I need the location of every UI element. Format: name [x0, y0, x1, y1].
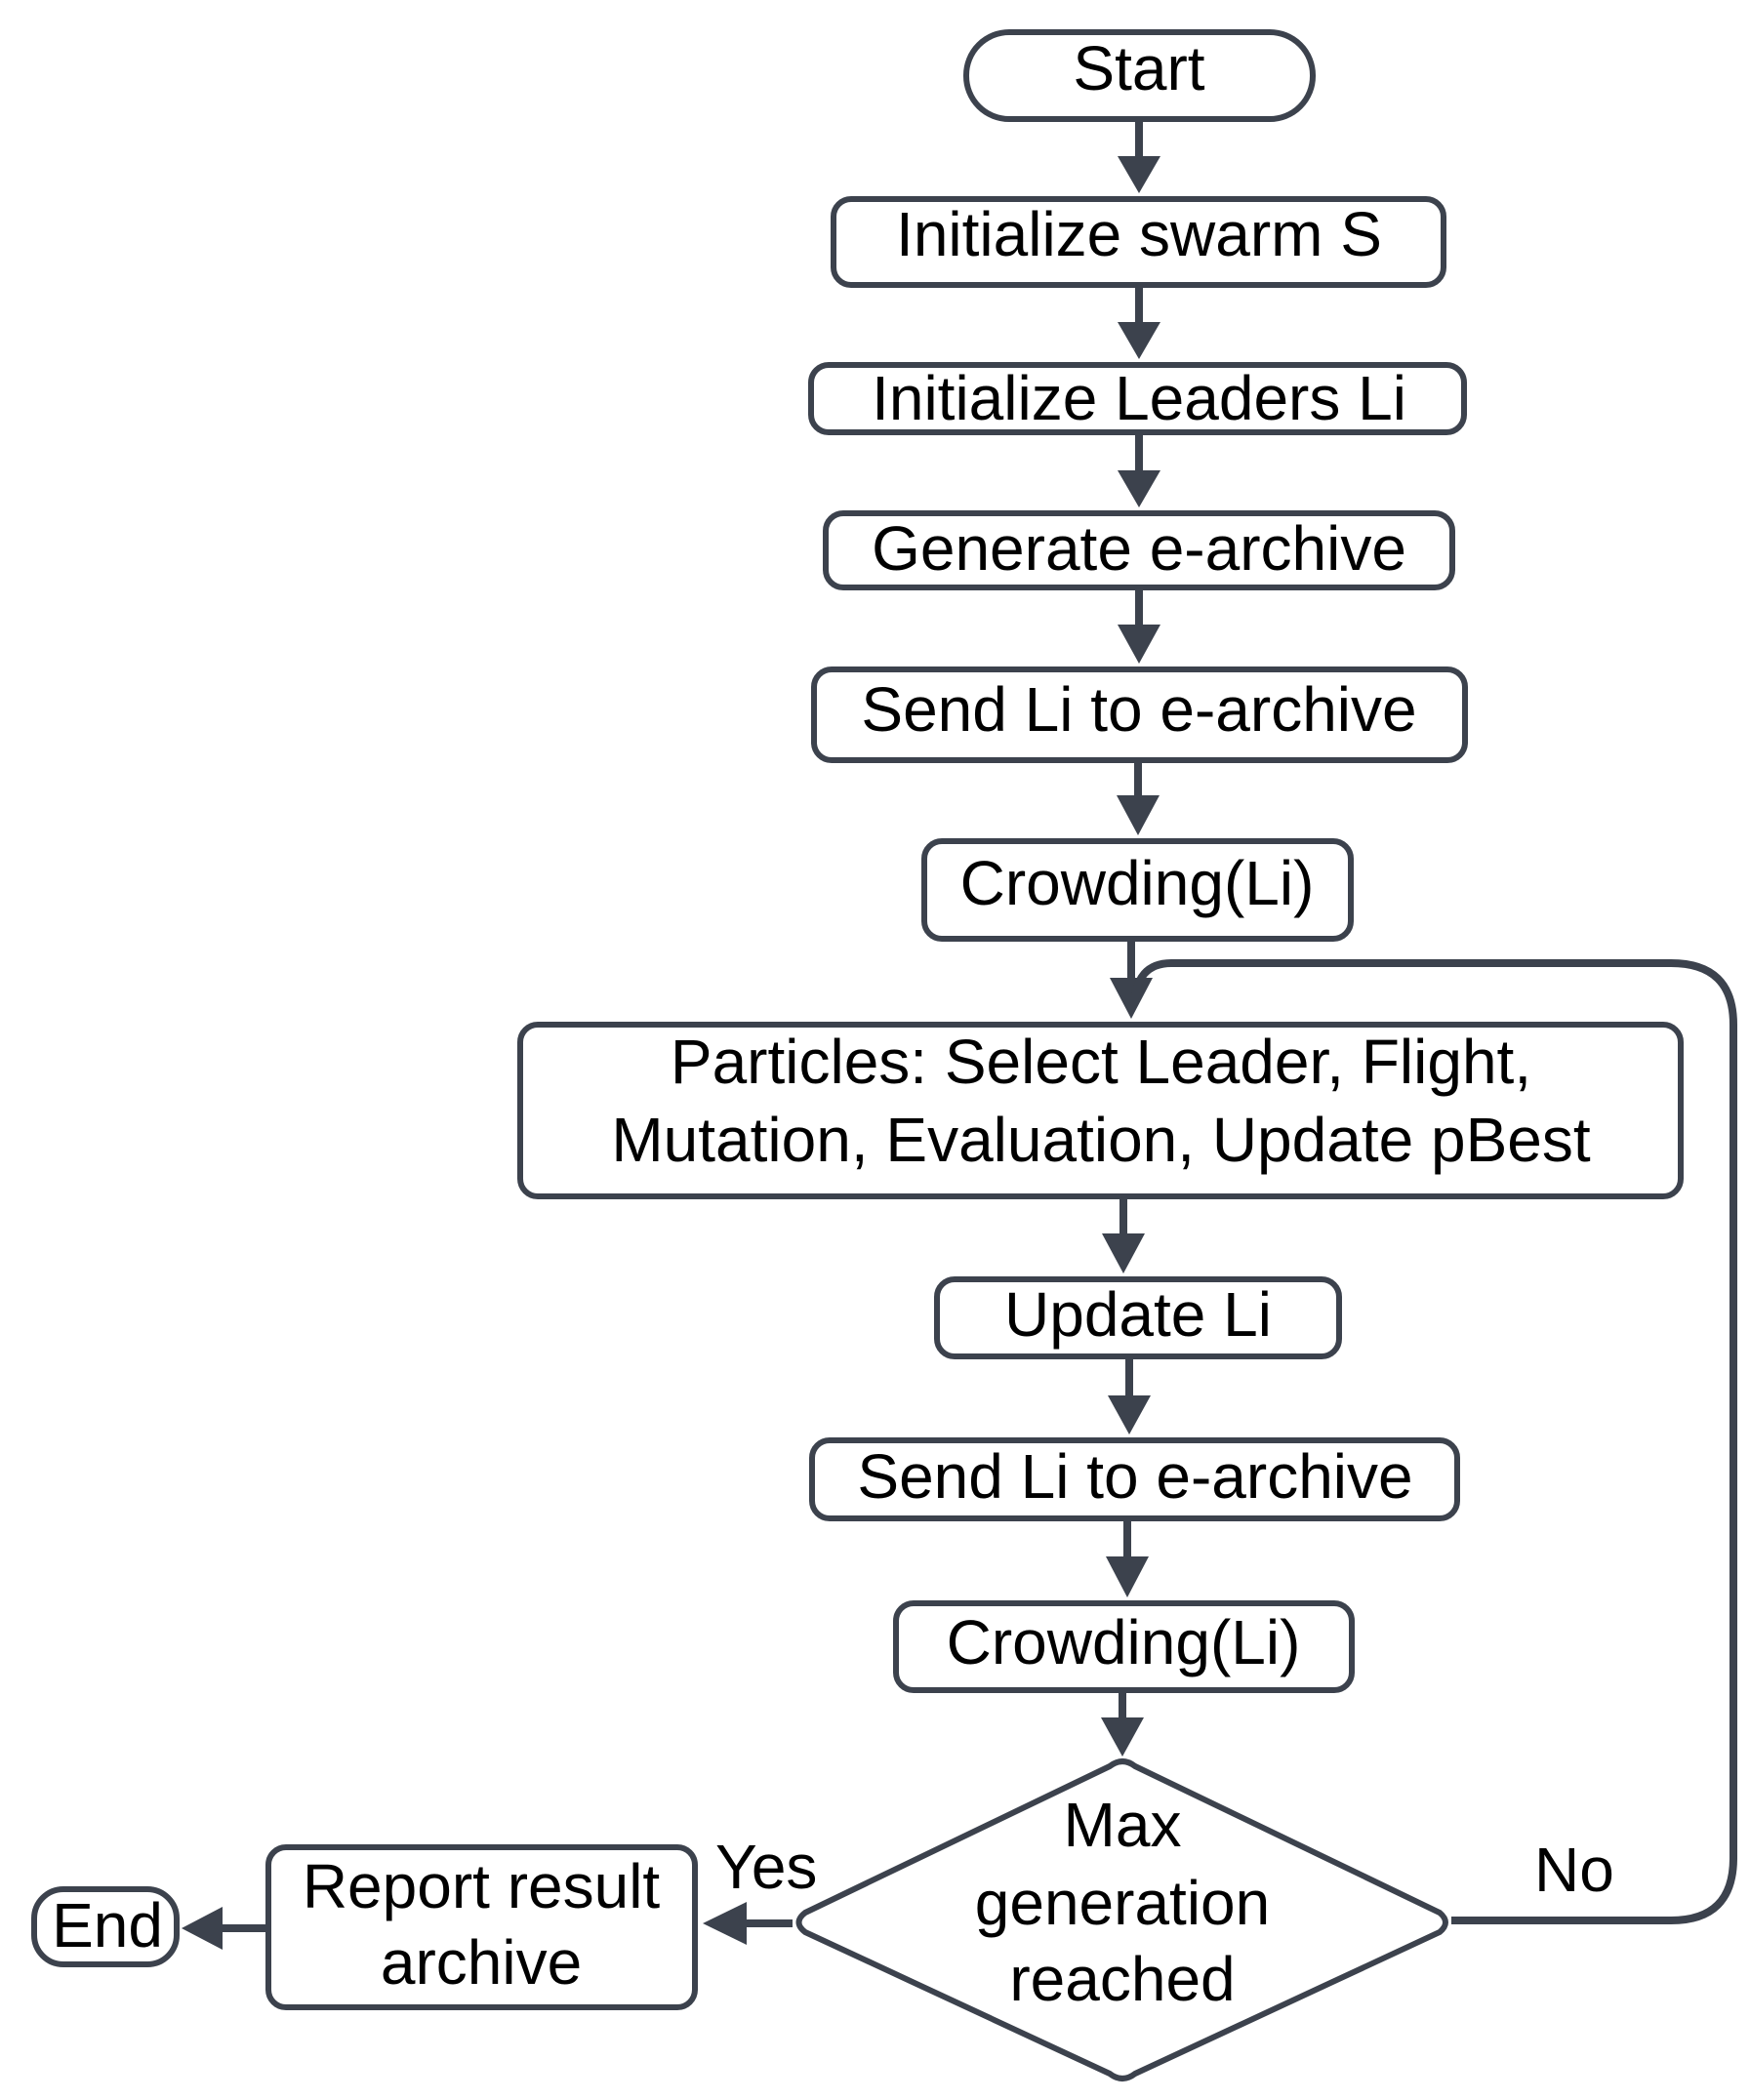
node-send-li-1: Send Li to e-archive [811, 666, 1468, 763]
crowding-1-label: Crowding(Li) [960, 848, 1315, 918]
start-label: Start [1073, 33, 1204, 103]
node-decision: Max generation reached [795, 1758, 1448, 2081]
arrowhead-report [703, 1902, 747, 1945]
send-li-2-label: Send Li to e-archive [857, 1441, 1412, 1512]
node-init-leaders: Initialize Leaders Li [808, 362, 1467, 435]
connectors [182, 119, 1737, 1950]
report-label-line2: archive [381, 1927, 582, 1998]
gen-archive-label: Generate e-archive [872, 513, 1406, 584]
init-leaders-label: Initialize Leaders Li [872, 363, 1406, 433]
arrowhead-crowding-1 [1117, 795, 1160, 835]
init-leaders-box [808, 362, 1467, 435]
edge-decision-no-loop [1130, 959, 1737, 1924]
update-li-box [934, 1276, 1342, 1359]
decision-label-line2: generation [975, 1868, 1270, 1938]
decision-label-line3: reached [1009, 1944, 1235, 2014]
end-label: End [52, 1890, 163, 1960]
crowding-2-box [893, 1600, 1355, 1693]
arrowhead-init-leaders [1118, 322, 1160, 359]
arrowhead-end [182, 1907, 223, 1950]
arrowhead-crowding-2 [1106, 1556, 1149, 1597]
decision-diamond [795, 1758, 1448, 2081]
update-li-label: Update Li [1004, 1279, 1272, 1350]
arrowhead-send-li-2 [1108, 1395, 1151, 1434]
node-send-li-2: Send Li to e-archive [809, 1437, 1460, 1521]
node-init-swarm: Initialize swarm S [831, 196, 1446, 288]
report-box [265, 1844, 698, 2010]
particles-box [517, 1022, 1684, 1199]
arrowhead-init-swarm [1118, 156, 1160, 193]
arrowhead-gen-archive [1118, 470, 1160, 507]
gen-archive-box [823, 510, 1455, 590]
node-start: Start [963, 29, 1316, 122]
node-particles: Particles: Select Leader, Flight, Mutati… [517, 1022, 1684, 1199]
send-li-1-label: Send Li to e-archive [861, 674, 1416, 745]
send-li-1-box [811, 666, 1468, 763]
report-label-line1: Report result [303, 1851, 661, 1921]
node-gen-archive: Generate e-archive [823, 510, 1455, 590]
crowding-1-box [921, 838, 1354, 942]
node-end: End [31, 1886, 180, 1967]
start-terminal-shape [963, 29, 1316, 122]
crowding-2-label: Crowding(Li) [947, 1607, 1301, 1677]
particles-label-line1: Particles: Select Leader, Flight, [671, 1027, 1531, 1097]
particles-label-line2: Mutation, Evaluation, Update pBest [611, 1105, 1591, 1175]
init-swarm-box [831, 196, 1446, 288]
node-crowding-1: Crowding(Li) [921, 838, 1354, 942]
send-li-2-box [809, 1437, 1460, 1521]
arrowhead-decision [1101, 1717, 1144, 1757]
decision-label-line1: Max [1064, 1790, 1182, 1860]
arrowhead-update-li [1102, 1233, 1145, 1273]
node-report: Report result archive [265, 1844, 698, 2010]
edge-label-yes: Yes [715, 1832, 817, 1902]
arrowhead-send-li-1 [1118, 625, 1160, 664]
node-update-li: Update Li [934, 1276, 1342, 1359]
init-swarm-label: Initialize swarm S [896, 199, 1382, 269]
edge-label-no: No [1534, 1835, 1614, 1905]
end-terminal-shape [31, 1886, 180, 1967]
node-crowding-2: Crowding(Li) [893, 1600, 1355, 1693]
